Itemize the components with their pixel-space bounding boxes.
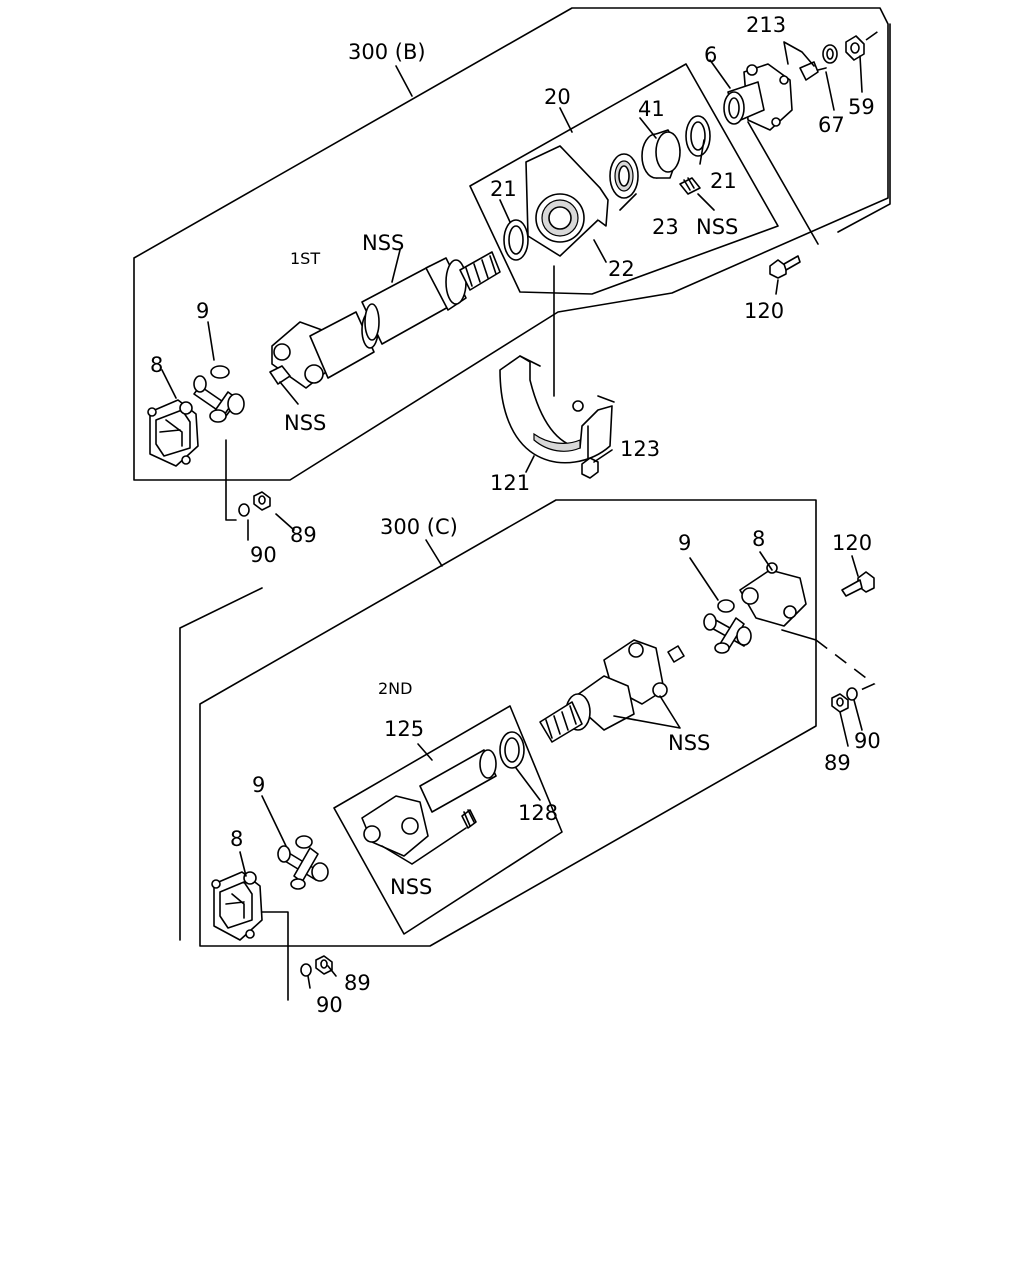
washer-90-bottom (300, 963, 312, 977)
label-part-213: 213 (746, 13, 786, 37)
label-part-125: 125 (384, 717, 424, 741)
washer-67 (822, 44, 838, 64)
sleeve-yoke-2nd (539, 639, 685, 743)
label-part-8-right: 8 (752, 527, 765, 551)
label-part-22: 22 (608, 257, 635, 281)
label-part-20: 20 (544, 85, 571, 109)
bearing-23 (609, 153, 639, 199)
bracket-121 (499, 355, 615, 464)
flange-yoke-8-top (147, 399, 199, 467)
assembly-frame-300b-inner (837, 23, 891, 233)
label-nss-shaft-bottom: NSS (390, 875, 432, 899)
label-part-121: 121 (490, 471, 530, 495)
label-part-90-bottom: 90 (316, 993, 343, 1017)
universal-joint-cross-9-bottom (277, 835, 329, 890)
label-nss-pin-top: NSS (284, 411, 326, 435)
shaft-group-frame-125 (333, 705, 563, 935)
label-assembly-300c: 300 (C) (380, 515, 458, 539)
nut-89-right (831, 693, 849, 713)
dust-seal-21-right (685, 115, 711, 157)
collar-41 (641, 129, 681, 179)
propeller-shaft-125 (361, 749, 497, 857)
flange-yoke-8-bottom (211, 871, 263, 941)
center-bearing-22 (525, 145, 609, 257)
ring-128 (499, 731, 525, 769)
grease-nipple-nss (679, 177, 701, 195)
label-part-67: 67 (818, 113, 845, 137)
label-part-8-bottom: 8 (230, 827, 243, 851)
bearing-group-frame-20 (469, 63, 779, 295)
label-part-8-top: 8 (150, 353, 163, 377)
nut-89-bottom (315, 955, 333, 975)
label-part-123: 123 (620, 437, 660, 461)
universal-joint-cross-9-top (193, 365, 245, 423)
label-assembly-300b: 300 (B) (348, 40, 426, 64)
label-nss-shaft-top: NSS (362, 231, 404, 255)
propeller-shaft-1st (269, 251, 501, 389)
leader-lines-top (161, 29, 881, 541)
flange-yoke-8-right (739, 562, 807, 627)
nut-59 (845, 35, 865, 61)
label-part-90-top: 90 (250, 543, 277, 567)
label-part-9-right: 9 (678, 531, 691, 555)
dust-seal-21-left (503, 219, 529, 261)
label-2nd: 2ND (378, 679, 412, 698)
label-part-21-right: 21 (710, 169, 737, 193)
label-nss-yoke: NSS (668, 731, 710, 755)
nut-89-top (253, 491, 271, 511)
label-part-9-bottom: 9 (252, 773, 265, 797)
label-part-59: 59 (848, 95, 875, 119)
leader-lines-bottom (239, 539, 876, 1001)
label-part-89-right: 89 (824, 751, 851, 775)
assembly-frame-300c (179, 499, 817, 947)
label-part-6: 6 (704, 43, 717, 67)
label-part-90-right: 90 (854, 729, 881, 753)
assembly-frame-300b (133, 7, 889, 481)
washer-90-top (238, 503, 250, 517)
washer-90-right (846, 687, 858, 701)
label-part-21-left: 21 (490, 177, 517, 201)
label-part-23: 23 (652, 215, 679, 239)
bolt-120-top (769, 255, 801, 279)
bolt-123 (581, 425, 599, 479)
label-part-9-top: 9 (196, 299, 209, 323)
label-part-120-top: 120 (744, 299, 784, 323)
universal-joint-cross-9-right (703, 599, 752, 654)
label-part-89-top: 89 (290, 523, 317, 547)
label-part-120-right: 120 (832, 531, 872, 555)
label-1st: 1ST (290, 249, 320, 268)
label-part-89-bottom: 89 (344, 971, 371, 995)
label-nss-bearing: NSS (696, 215, 738, 239)
label-part-41: 41 (638, 97, 665, 121)
companion-flange-6 (723, 63, 793, 131)
label-part-128: 128 (518, 801, 558, 825)
bolt-120-right (841, 571, 875, 597)
